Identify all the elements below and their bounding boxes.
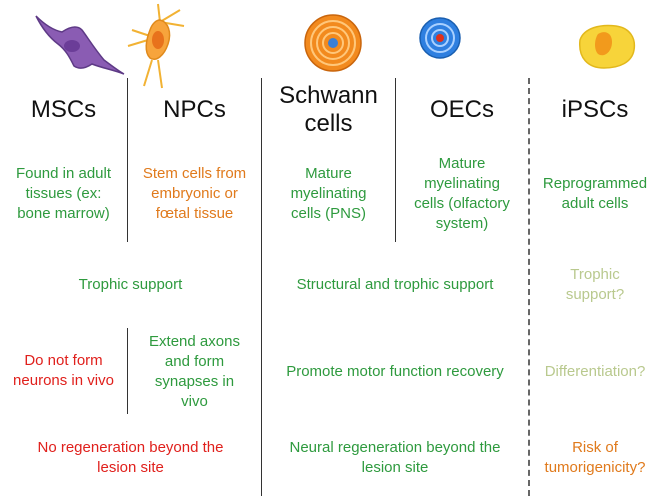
function-msc-line: neurons in vivo bbox=[13, 372, 114, 389]
header-mscs: MSCs bbox=[30, 96, 97, 123]
divider-msc-npc-top bbox=[127, 78, 128, 242]
function-right: Differentiation? bbox=[544, 363, 646, 380]
divider-group-left bbox=[261, 78, 262, 496]
description-npc-line: Stem cells from bbox=[142, 165, 247, 182]
function-msc-line: Do not form bbox=[24, 352, 103, 369]
description-msc-line: bone marrow) bbox=[17, 205, 110, 222]
support-middle: Structural and trophic support bbox=[296, 276, 494, 293]
divider-msc-npc-bottom bbox=[127, 328, 128, 414]
function-npc: Extend axons and form synapses in vivo bbox=[128, 332, 261, 412]
regeneration-right: Risk of tumorigenicity? bbox=[530, 438, 660, 478]
header-npcs: NPCs bbox=[163, 96, 226, 123]
function-msc: Do not form neurons in vivo bbox=[0, 351, 127, 391]
description-msc-line: Found in adult bbox=[15, 165, 112, 182]
description-schwann-line: Mature bbox=[305, 165, 352, 182]
support-left: Trophic support bbox=[78, 276, 183, 293]
description-oec-line: system) bbox=[435, 215, 489, 232]
description-ipsc: Reprogrammed adult cells bbox=[530, 174, 660, 214]
description-oec-line: Mature bbox=[438, 155, 486, 172]
description-schwann-line: cells (PNS) bbox=[290, 205, 366, 222]
function-middle: Promote motor function recovery bbox=[286, 363, 504, 380]
description-schwann-line: myelinating bbox=[290, 185, 367, 202]
support-right-line: support? bbox=[565, 286, 625, 303]
npc-cell-icon bbox=[127, 3, 185, 89]
description-msc-line: tissues (ex: bbox=[25, 185, 102, 202]
support-right-line: Trophic bbox=[570, 266, 620, 283]
regeneration-middle-line: Neural regeneration beyond the bbox=[289, 439, 501, 456]
header-ipscs: iPSCs bbox=[561, 96, 629, 123]
schwann-cell-icon bbox=[304, 14, 362, 72]
ipsc-cell-icon bbox=[579, 24, 636, 69]
description-npc-line: fœtal tissue bbox=[155, 205, 234, 222]
regeneration-left-line: No regeneration beyond the bbox=[37, 439, 224, 456]
regeneration-middle-line: lesion site bbox=[361, 459, 429, 476]
header-schwann-line2: cells bbox=[304, 110, 353, 137]
header-oecs: OECs bbox=[429, 96, 494, 123]
header-schwann-cells: Schwann cells bbox=[262, 82, 395, 138]
regeneration-left: No regeneration beyond the lesion site bbox=[0, 438, 261, 478]
msc-cell-icon bbox=[35, 15, 125, 75]
description-npc-line: embryonic or bbox=[151, 185, 238, 202]
divider-ipsc-dashed bbox=[528, 78, 530, 496]
regeneration-middle: Neural regeneration beyond the lesion si… bbox=[262, 438, 528, 478]
description-msc: Found in adult tissues (ex: bone marrow) bbox=[0, 164, 127, 224]
description-ipsc-line: adult cells bbox=[561, 195, 629, 212]
description-npc: Stem cells from embryonic or fœtal tissu… bbox=[128, 164, 261, 224]
function-npc-line: vivo bbox=[181, 393, 208, 410]
description-oec-line: cells (olfactory bbox=[414, 195, 510, 212]
regeneration-left-line: lesion site bbox=[97, 459, 164, 476]
header-schwann-line1: Schwann bbox=[279, 82, 378, 109]
function-npc-line: and form bbox=[164, 353, 225, 370]
description-ipsc-line: Reprogrammed bbox=[542, 175, 648, 192]
regeneration-right-line: Risk of bbox=[572, 439, 618, 456]
description-oec: Mature myelinating cells (olfactory syst… bbox=[396, 154, 528, 234]
oec-cell-icon bbox=[419, 17, 461, 59]
function-npc-line: synapses in bbox=[154, 373, 235, 390]
description-schwann: Mature myelinating cells (PNS) bbox=[262, 164, 395, 224]
support-right: Trophic support? bbox=[530, 265, 660, 305]
regeneration-right-line: tumorigenicity? bbox=[544, 459, 646, 476]
divider-schwann-oec bbox=[395, 78, 396, 242]
description-oec-line: myelinating bbox=[424, 175, 500, 192]
function-npc-line: Extend axons bbox=[149, 333, 240, 350]
